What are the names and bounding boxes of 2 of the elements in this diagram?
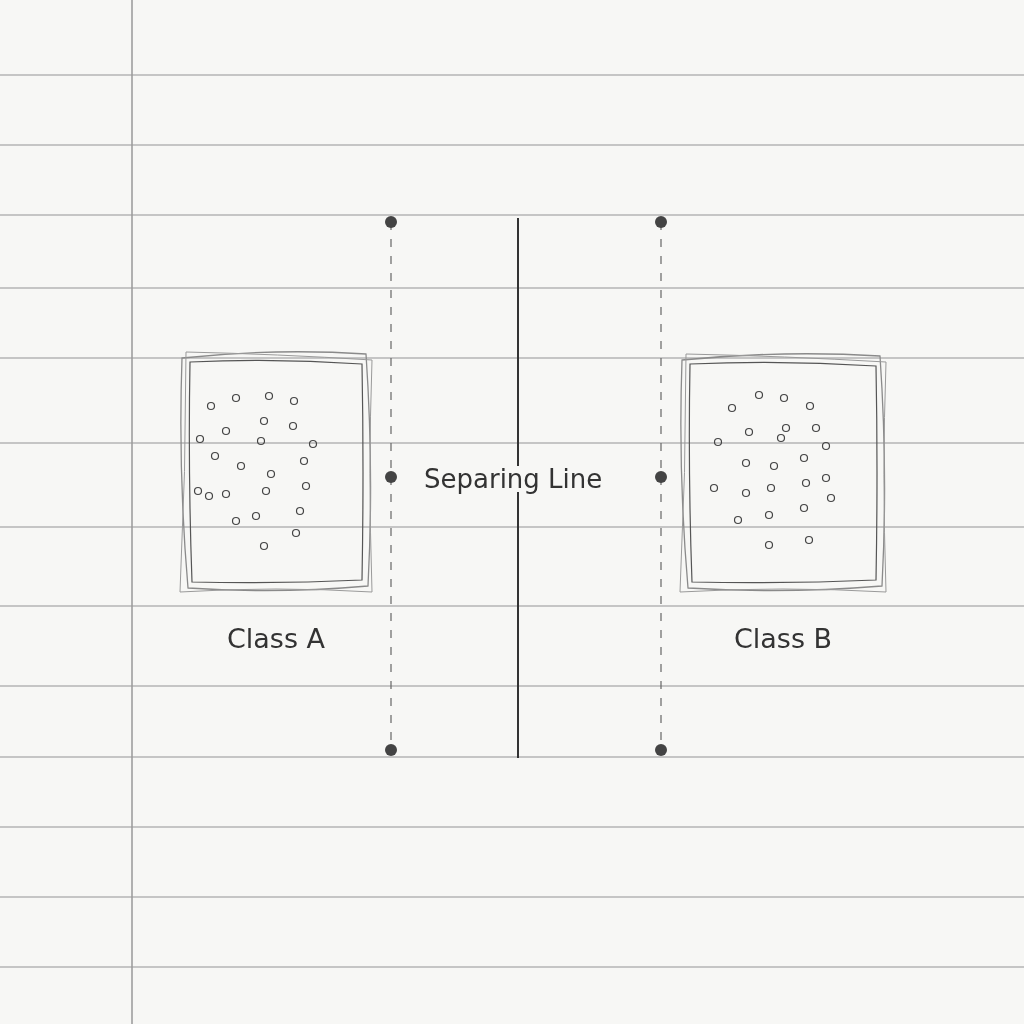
class-label: Class A <box>226 625 326 652</box>
class-label: Class B <box>733 625 833 652</box>
